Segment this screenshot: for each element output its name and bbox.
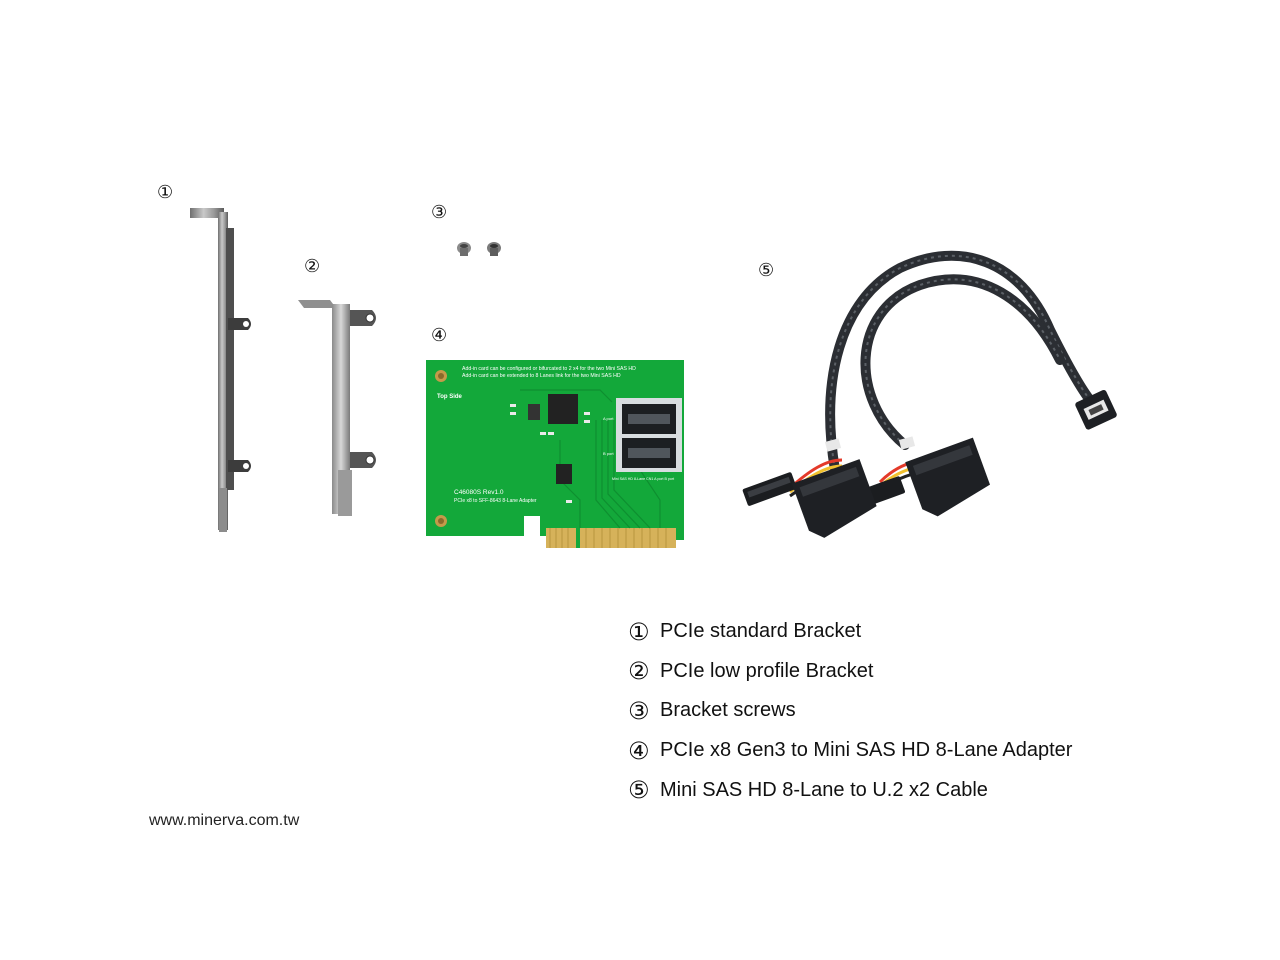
legend-label: PCIe low profile Bracket bbox=[660, 659, 874, 682]
legend-item: ② PCIe low profile Bracket bbox=[628, 652, 1188, 692]
legend-number: ③ bbox=[628, 696, 650, 725]
website-url: www.minerva.com.tw bbox=[149, 812, 300, 829]
legend-label: PCIe standard Bracket bbox=[660, 620, 862, 643]
legend-number: ② bbox=[628, 657, 650, 686]
pcie-adapter-card: Add-in card can be configured or bifurca… bbox=[426, 360, 684, 548]
marker-5: ⑤ bbox=[758, 260, 775, 281]
low-profile-bracket bbox=[298, 300, 376, 516]
legend-item: ① PCIe standard Bracket bbox=[628, 612, 1188, 652]
legend-number: ⑤ bbox=[628, 776, 650, 805]
standard-bracket bbox=[190, 208, 251, 532]
legend-item: ④ PCIe x8 Gen3 to Mini SAS HD 8-Lane Ada… bbox=[628, 731, 1188, 771]
pcb-bottom-label: Mini SAS HD 8-Lane CN1 A port B port bbox=[612, 477, 674, 481]
pcb-model: C46080S Rev1.0 bbox=[454, 489, 504, 496]
legend-item: ③ Bracket screws bbox=[628, 691, 1188, 731]
legend-number: ④ bbox=[628, 736, 650, 765]
marker-4: ④ bbox=[431, 325, 448, 346]
legend-label: PCIe x8 Gen3 to Mini SAS HD 8-Lane Adapt… bbox=[660, 739, 1073, 762]
pcb-a-port: A port bbox=[603, 416, 614, 421]
u2-cable bbox=[742, 250, 1117, 538]
parts-legend: ① PCIe standard Bracket ② PCIe low profi… bbox=[628, 612, 1188, 810]
bracket-screws bbox=[457, 242, 501, 256]
legend-label: Mini SAS HD 8-Lane to U.2 x2 Cable bbox=[660, 778, 988, 801]
pcb-top-side: Top Side bbox=[437, 394, 463, 400]
pcb-note-2: Add-in card can be extended to 8 Lanes l… bbox=[462, 373, 621, 379]
legend-label: Bracket screws bbox=[660, 699, 796, 722]
marker-3: ③ bbox=[431, 202, 448, 223]
marker-1: ① bbox=[157, 182, 174, 203]
pcb-b-port: B port bbox=[603, 451, 615, 456]
marker-2: ② bbox=[304, 256, 321, 277]
legend-number: ① bbox=[628, 617, 650, 646]
legend-item: ⑤ Mini SAS HD 8-Lane to U.2 x2 Cable bbox=[628, 770, 1188, 810]
pcb-note-1: Add-in card can be configured or bifurca… bbox=[462, 366, 636, 372]
pcb-desc: PCIe x8 to SFF-8643 8-Lane Adapter bbox=[454, 498, 537, 504]
